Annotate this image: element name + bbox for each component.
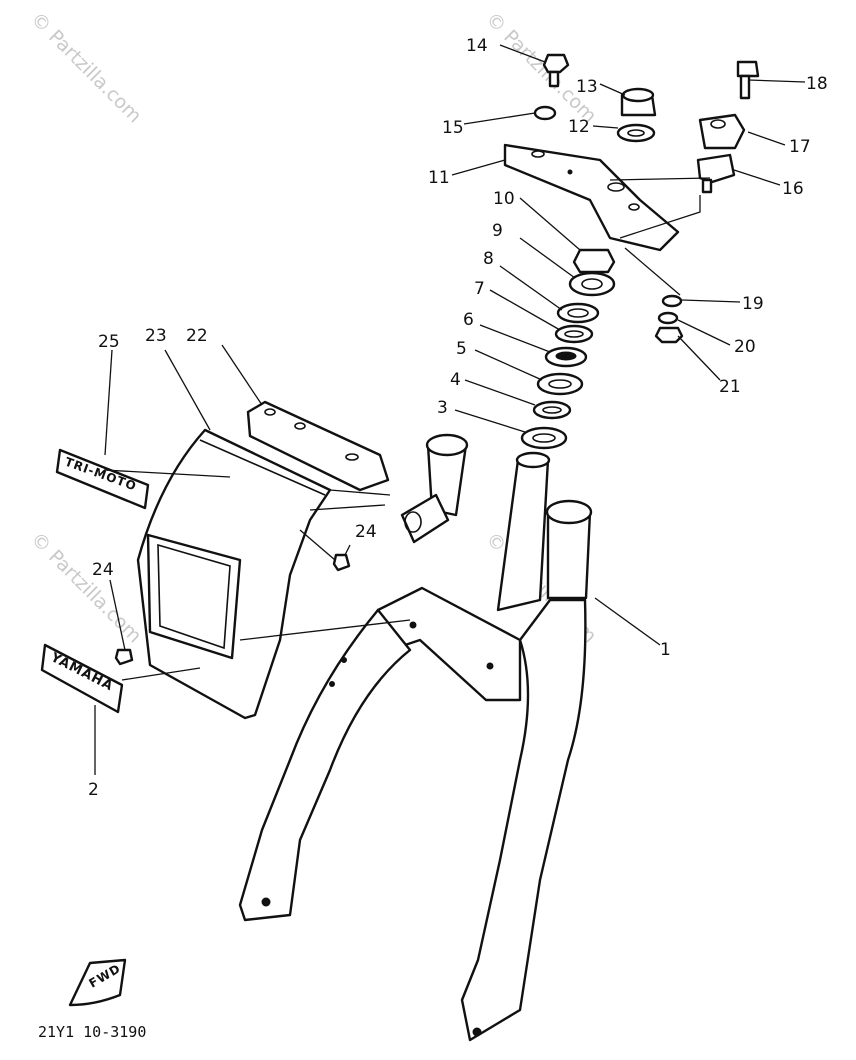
callout-18: 18	[806, 74, 828, 94]
handle-crown-part	[503, 143, 680, 252]
callout-3: 3	[437, 398, 448, 418]
callout-23: 23	[145, 326, 167, 346]
callout-2: 2	[88, 780, 99, 800]
watermark-text: © Partzilla.com	[26, 528, 145, 647]
leader-lines	[94, 44, 806, 775]
headlight-cover-part	[136, 428, 332, 720]
callout-14: 14	[466, 36, 488, 56]
frame-part	[238, 433, 593, 1042]
bracket-part	[246, 400, 390, 492]
callout-12: 12	[568, 117, 590, 137]
callout-5: 5	[456, 339, 467, 359]
bearing-stack	[520, 248, 616, 450]
callout-8: 8	[483, 249, 494, 269]
emblem-yamaha: YAMAHA	[40, 643, 124, 714]
callout-22: 22	[186, 326, 208, 346]
callout-4: 4	[450, 370, 461, 390]
callout-13: 13	[576, 77, 598, 97]
callout-24-second: 24	[92, 560, 114, 580]
callout-15: 15	[442, 118, 464, 138]
callout-25: 25	[98, 332, 120, 352]
emblem-tri-moto: TRI-MOTO	[55, 448, 150, 510]
callout-17: 17	[789, 137, 811, 157]
callout-7: 7	[474, 279, 485, 299]
watermark-text: © Partzilla.com	[26, 8, 145, 127]
callout-21: 21	[719, 377, 741, 397]
callout-16: 16	[782, 179, 804, 199]
callout-20: 20	[734, 337, 756, 357]
callout-10: 10	[493, 189, 515, 209]
callout-11: 11	[428, 168, 450, 188]
callout-6: 6	[463, 310, 474, 330]
callout-9: 9	[492, 221, 503, 241]
callout-1: 1	[660, 640, 671, 660]
fwd-arrow-icon: FWD	[68, 958, 127, 1007]
callout-24: 24	[355, 522, 377, 542]
callout-19: 19	[742, 294, 764, 314]
callout-labels: 1 2 3 4 5 6 7 8 9 10 11 12 13 14 15 16 1…	[88, 36, 828, 800]
diagram-code: 21Y1 10-3190	[38, 1023, 146, 1041]
